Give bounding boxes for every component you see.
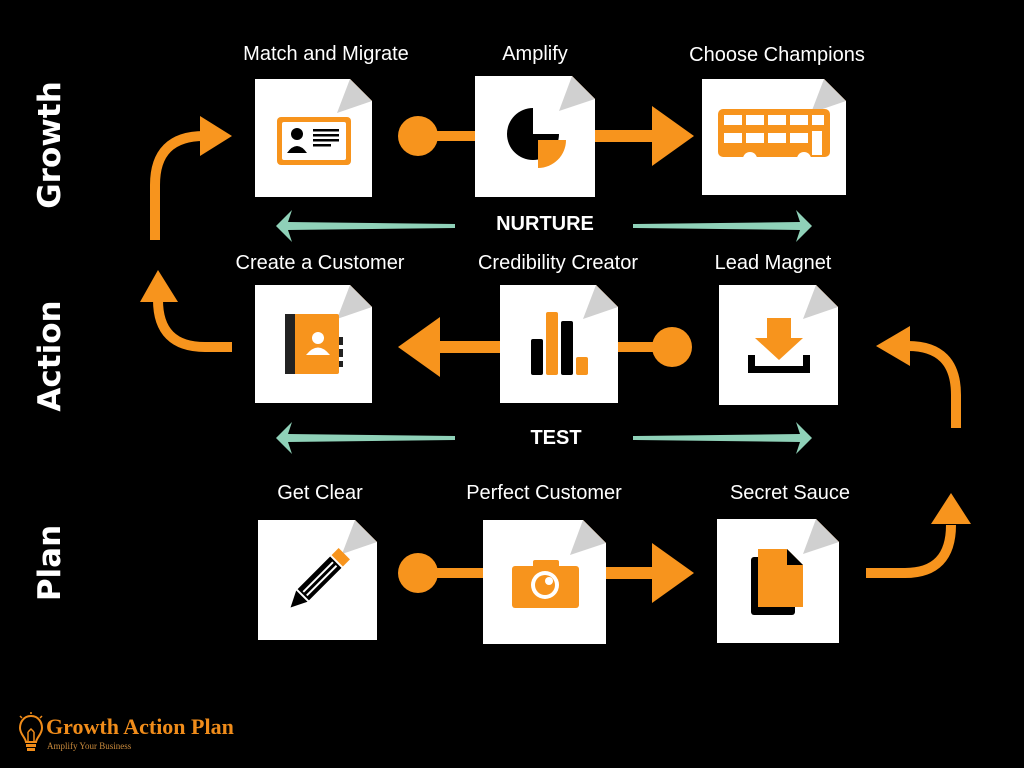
pie-chart-icon bbox=[507, 108, 566, 168]
step-title-choose-champions: Choose Champions bbox=[689, 44, 865, 66]
step-title-perfect-customer: Perfect Customer bbox=[466, 482, 622, 504]
curved-arrow-action-to-growth bbox=[150, 116, 232, 240]
card-get-clear[interactable] bbox=[258, 520, 377, 640]
bus-icon bbox=[718, 109, 830, 166]
step-title-get-clear: Get Clear bbox=[277, 482, 363, 504]
step-title-match-and-migrate: Match and Migrate bbox=[243, 43, 409, 65]
curved-arrow-customer-up bbox=[140, 270, 232, 352]
test-arrows bbox=[276, 422, 812, 454]
arrow-amplify-to-champions bbox=[595, 106, 694, 166]
card-choose-champions[interactable] bbox=[702, 79, 846, 195]
camera-icon bbox=[512, 560, 579, 608]
documents-icon bbox=[751, 549, 803, 615]
card-secret-sauce[interactable] bbox=[717, 519, 839, 643]
test-label: TEST bbox=[530, 427, 582, 449]
curved-arrow-plan-to-action bbox=[876, 326, 961, 428]
card-perfect-customer[interactable] bbox=[483, 520, 606, 644]
arrow-credibility-to-customer bbox=[398, 317, 500, 377]
card-amplify[interactable] bbox=[475, 76, 595, 197]
card-create-a-customer[interactable] bbox=[255, 285, 372, 403]
card-match-and-migrate[interactable] bbox=[255, 79, 372, 197]
curved-arrow-sauce-up bbox=[866, 493, 971, 578]
logo-title: Growth Action Plan bbox=[46, 714, 234, 739]
nurture-label: NURTURE bbox=[496, 213, 594, 235]
step-title-lead-magnet: Lead Magnet bbox=[714, 252, 832, 274]
card-lead-magnet[interactable] bbox=[719, 285, 838, 405]
connector-magnet-to-credibility bbox=[617, 327, 692, 367]
pencil-icon bbox=[290, 548, 350, 608]
connector-match-to-amplify bbox=[398, 116, 476, 156]
address-book-icon bbox=[285, 314, 343, 374]
card-credibility-creator[interactable] bbox=[500, 285, 618, 403]
brand-logo: Growth Action Plan Amplify Your Business bbox=[18, 712, 258, 758]
id-card-icon bbox=[277, 117, 351, 165]
step-title-credibility-creator: Credibility Creator bbox=[477, 252, 639, 274]
connector-clear-to-perfect bbox=[398, 553, 484, 593]
lightbulb-icon bbox=[18, 712, 44, 751]
bar-chart-icon bbox=[531, 312, 588, 375]
download-icon bbox=[748, 318, 810, 373]
nurture-arrows bbox=[276, 210, 812, 242]
step-title-secret-sauce: Secret Sauce bbox=[729, 482, 851, 504]
step-title-amplify: Amplify bbox=[502, 43, 568, 65]
step-title-create-a-customer: Create a Customer bbox=[235, 252, 405, 274]
arrow-perfect-to-sauce bbox=[605, 543, 694, 603]
logo-tagline: Amplify Your Business bbox=[47, 741, 132, 751]
